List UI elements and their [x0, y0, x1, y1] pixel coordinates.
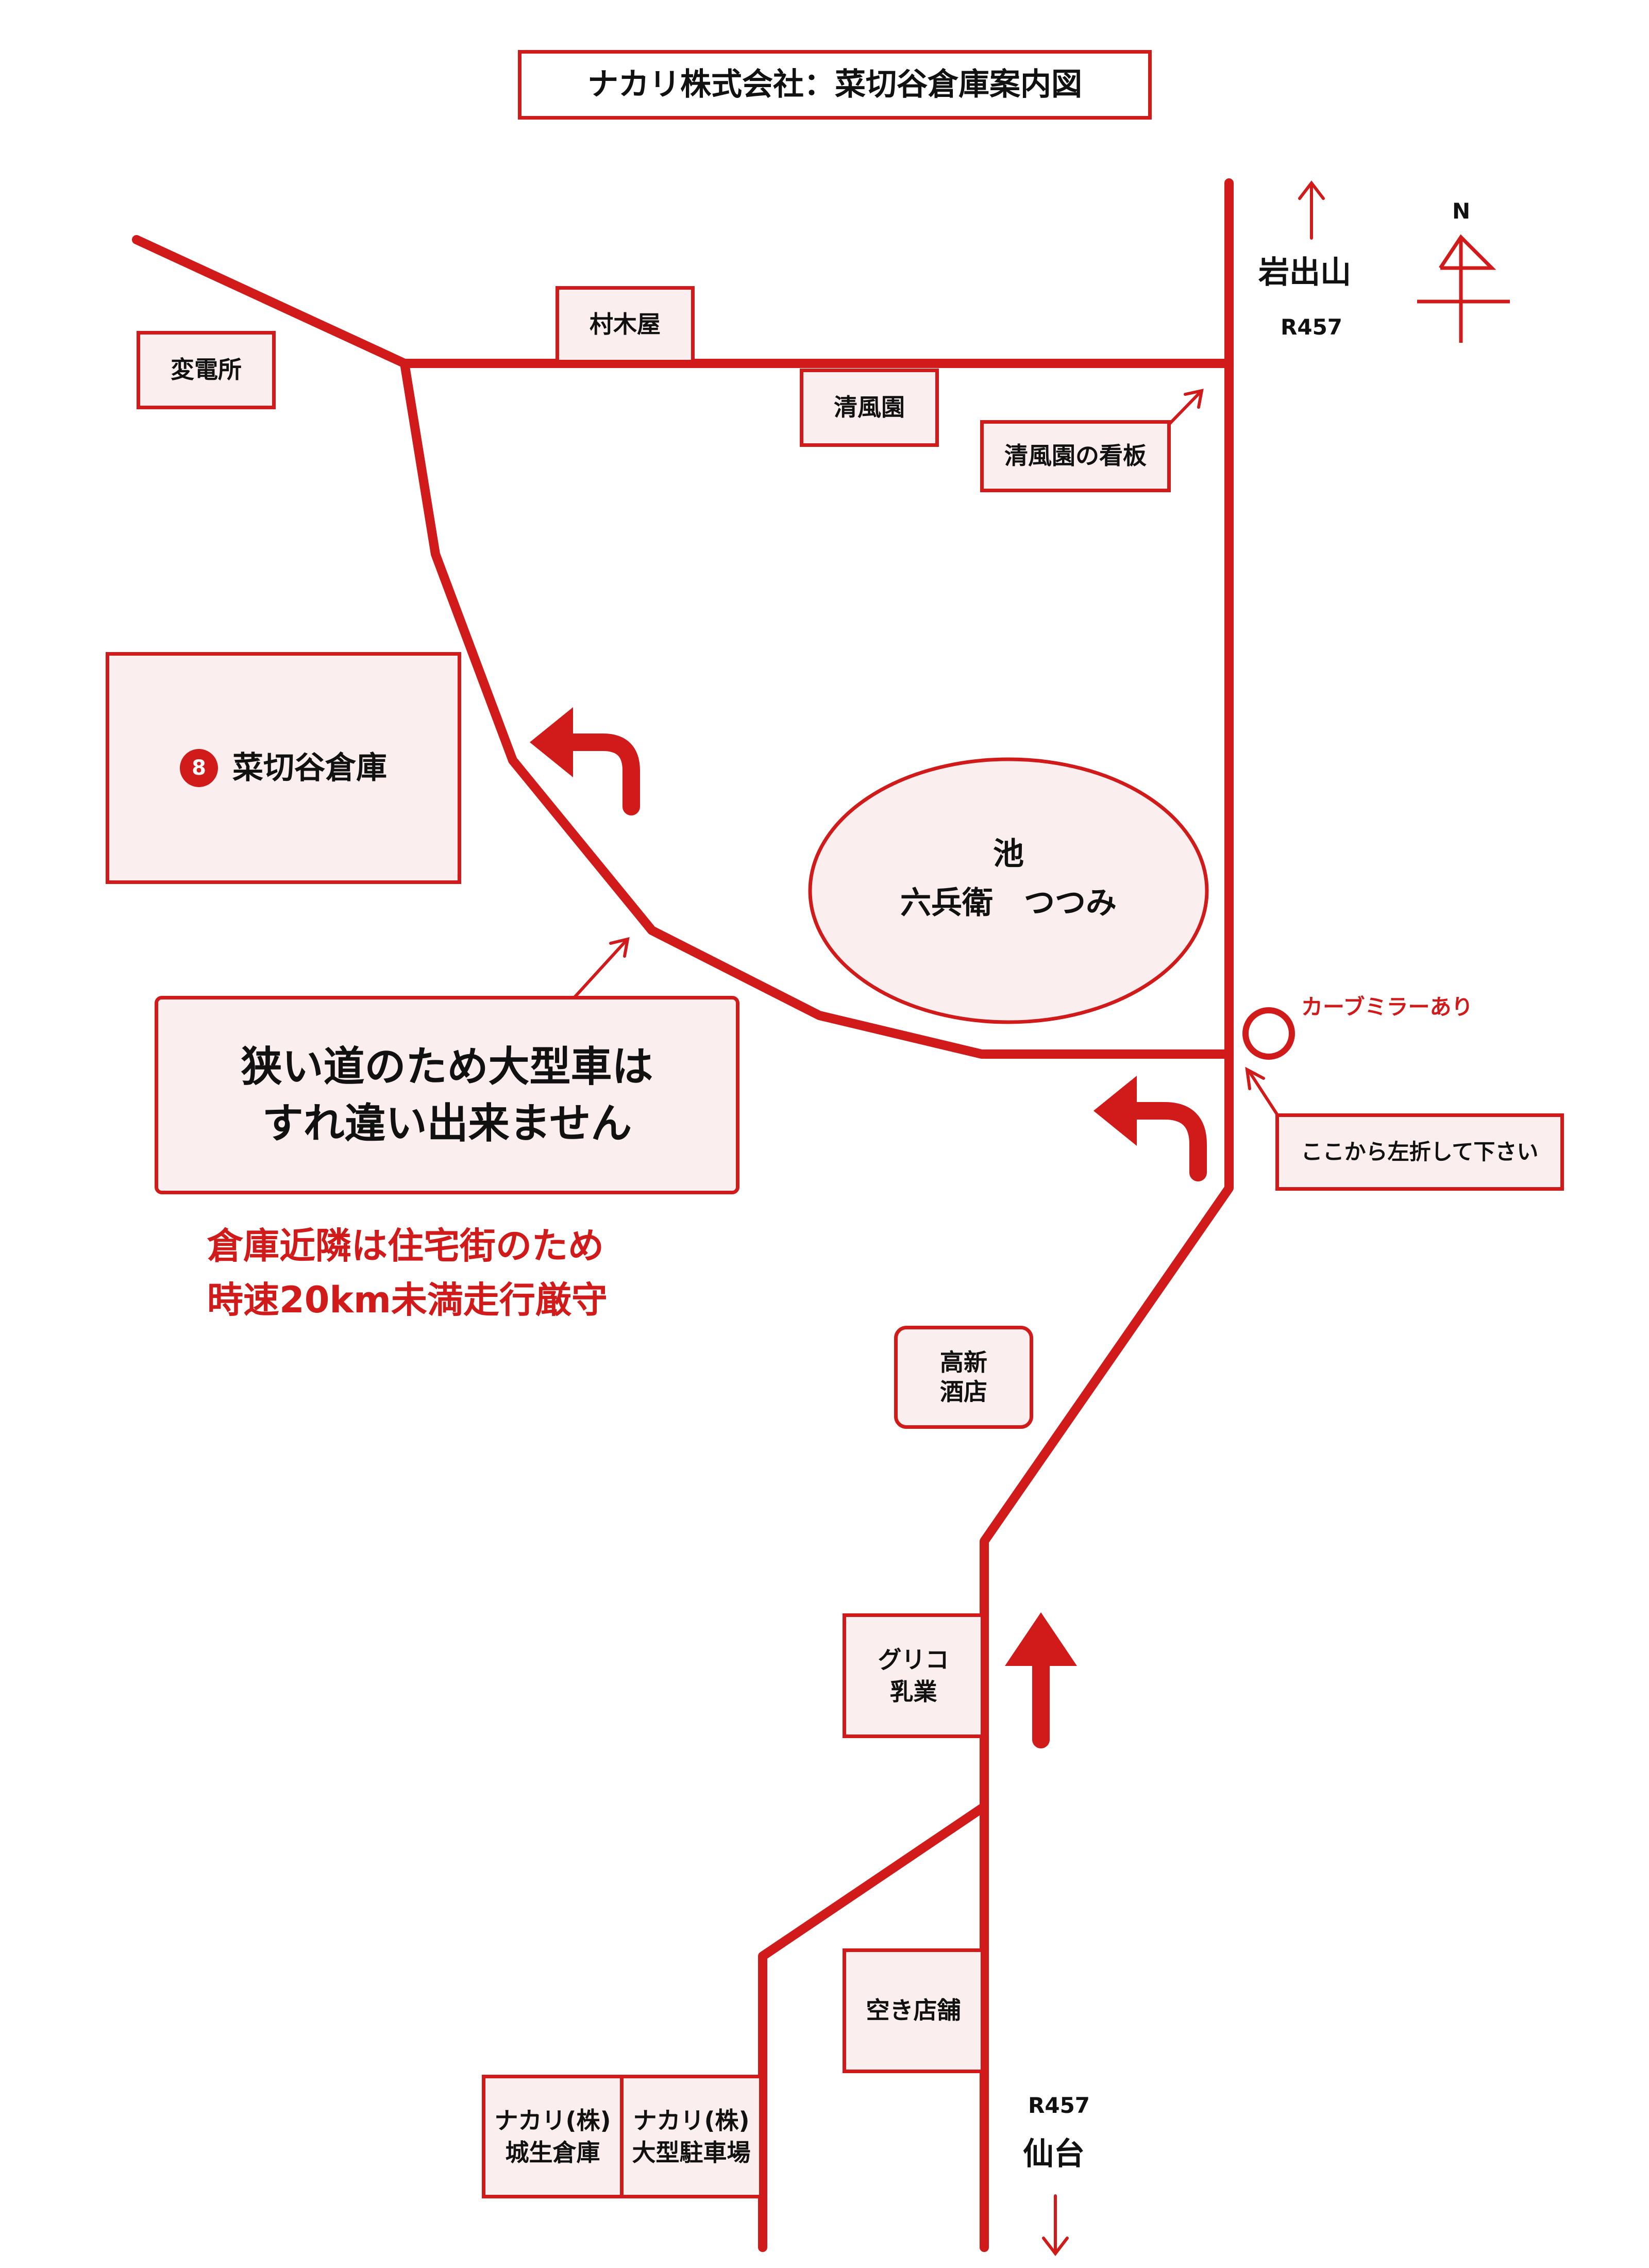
pond: [808, 757, 1209, 1024]
road-south-branch: [758, 1802, 989, 2252]
compass-north-label: N: [1452, 198, 1471, 224]
south-destination: 仙台: [1023, 2136, 1085, 2172]
landmark-takashin-liquor: 高新 酒店: [894, 1326, 1033, 1429]
landmark-large-parking: ナカリ(株) 大型駐車場: [620, 2075, 763, 2198]
warning-pointer-arrow-icon: [570, 939, 628, 1002]
landmark-substation: 変電所: [137, 331, 276, 409]
landmark-seifuen-sign: 清風園の看板: [980, 420, 1171, 492]
turn-instruction-box: ここから左折して下さい: [1275, 1113, 1564, 1191]
pond-label: 池 六兵衛 つつみ: [900, 836, 1117, 921]
landmark-jonan-warehouse: ナカリ(株) 城生倉庫: [482, 2075, 624, 2198]
warehouse-number-badge: 8: [180, 749, 218, 787]
destination-warehouse: 8 菜切谷倉庫: [106, 652, 461, 884]
road-r457: [980, 178, 1234, 2252]
warehouse-name: 菜切谷倉庫: [232, 749, 387, 786]
landmark-vacant-store: 空き店舗: [843, 1948, 984, 2073]
south-route-label: R457: [1028, 2093, 1090, 2118]
speed-notice: 倉庫近隣は住宅街のため 時速20km未満走行厳守: [207, 1225, 608, 1321]
compass-icon: [1417, 234, 1510, 343]
curve-mirror-label: カーブミラーあり: [1301, 994, 1473, 1020]
landmark-seifuen: 清風園: [800, 369, 939, 447]
landmark-muragiya: 村木屋: [556, 286, 695, 363]
road-west-winding: [400, 359, 1234, 1059]
turn-left-arrow-icon-lower: [1128, 1102, 1207, 1181]
turn-left-arrow-icon-upper: [561, 733, 640, 815]
landmark-glico-dairy: グリコ 乳業: [843, 1613, 984, 1738]
north-route-label: R457: [1281, 314, 1343, 340]
road-northwest: [132, 235, 409, 368]
page-title: ナカリ株式会社：菜切谷倉庫案内図: [518, 50, 1152, 120]
warning-box: 狭い道のため大型車は すれ違い出来ません: [155, 996, 739, 1194]
north-destination: 岩出山: [1258, 255, 1351, 291]
curve-mirror-icon: [1242, 1007, 1295, 1060]
